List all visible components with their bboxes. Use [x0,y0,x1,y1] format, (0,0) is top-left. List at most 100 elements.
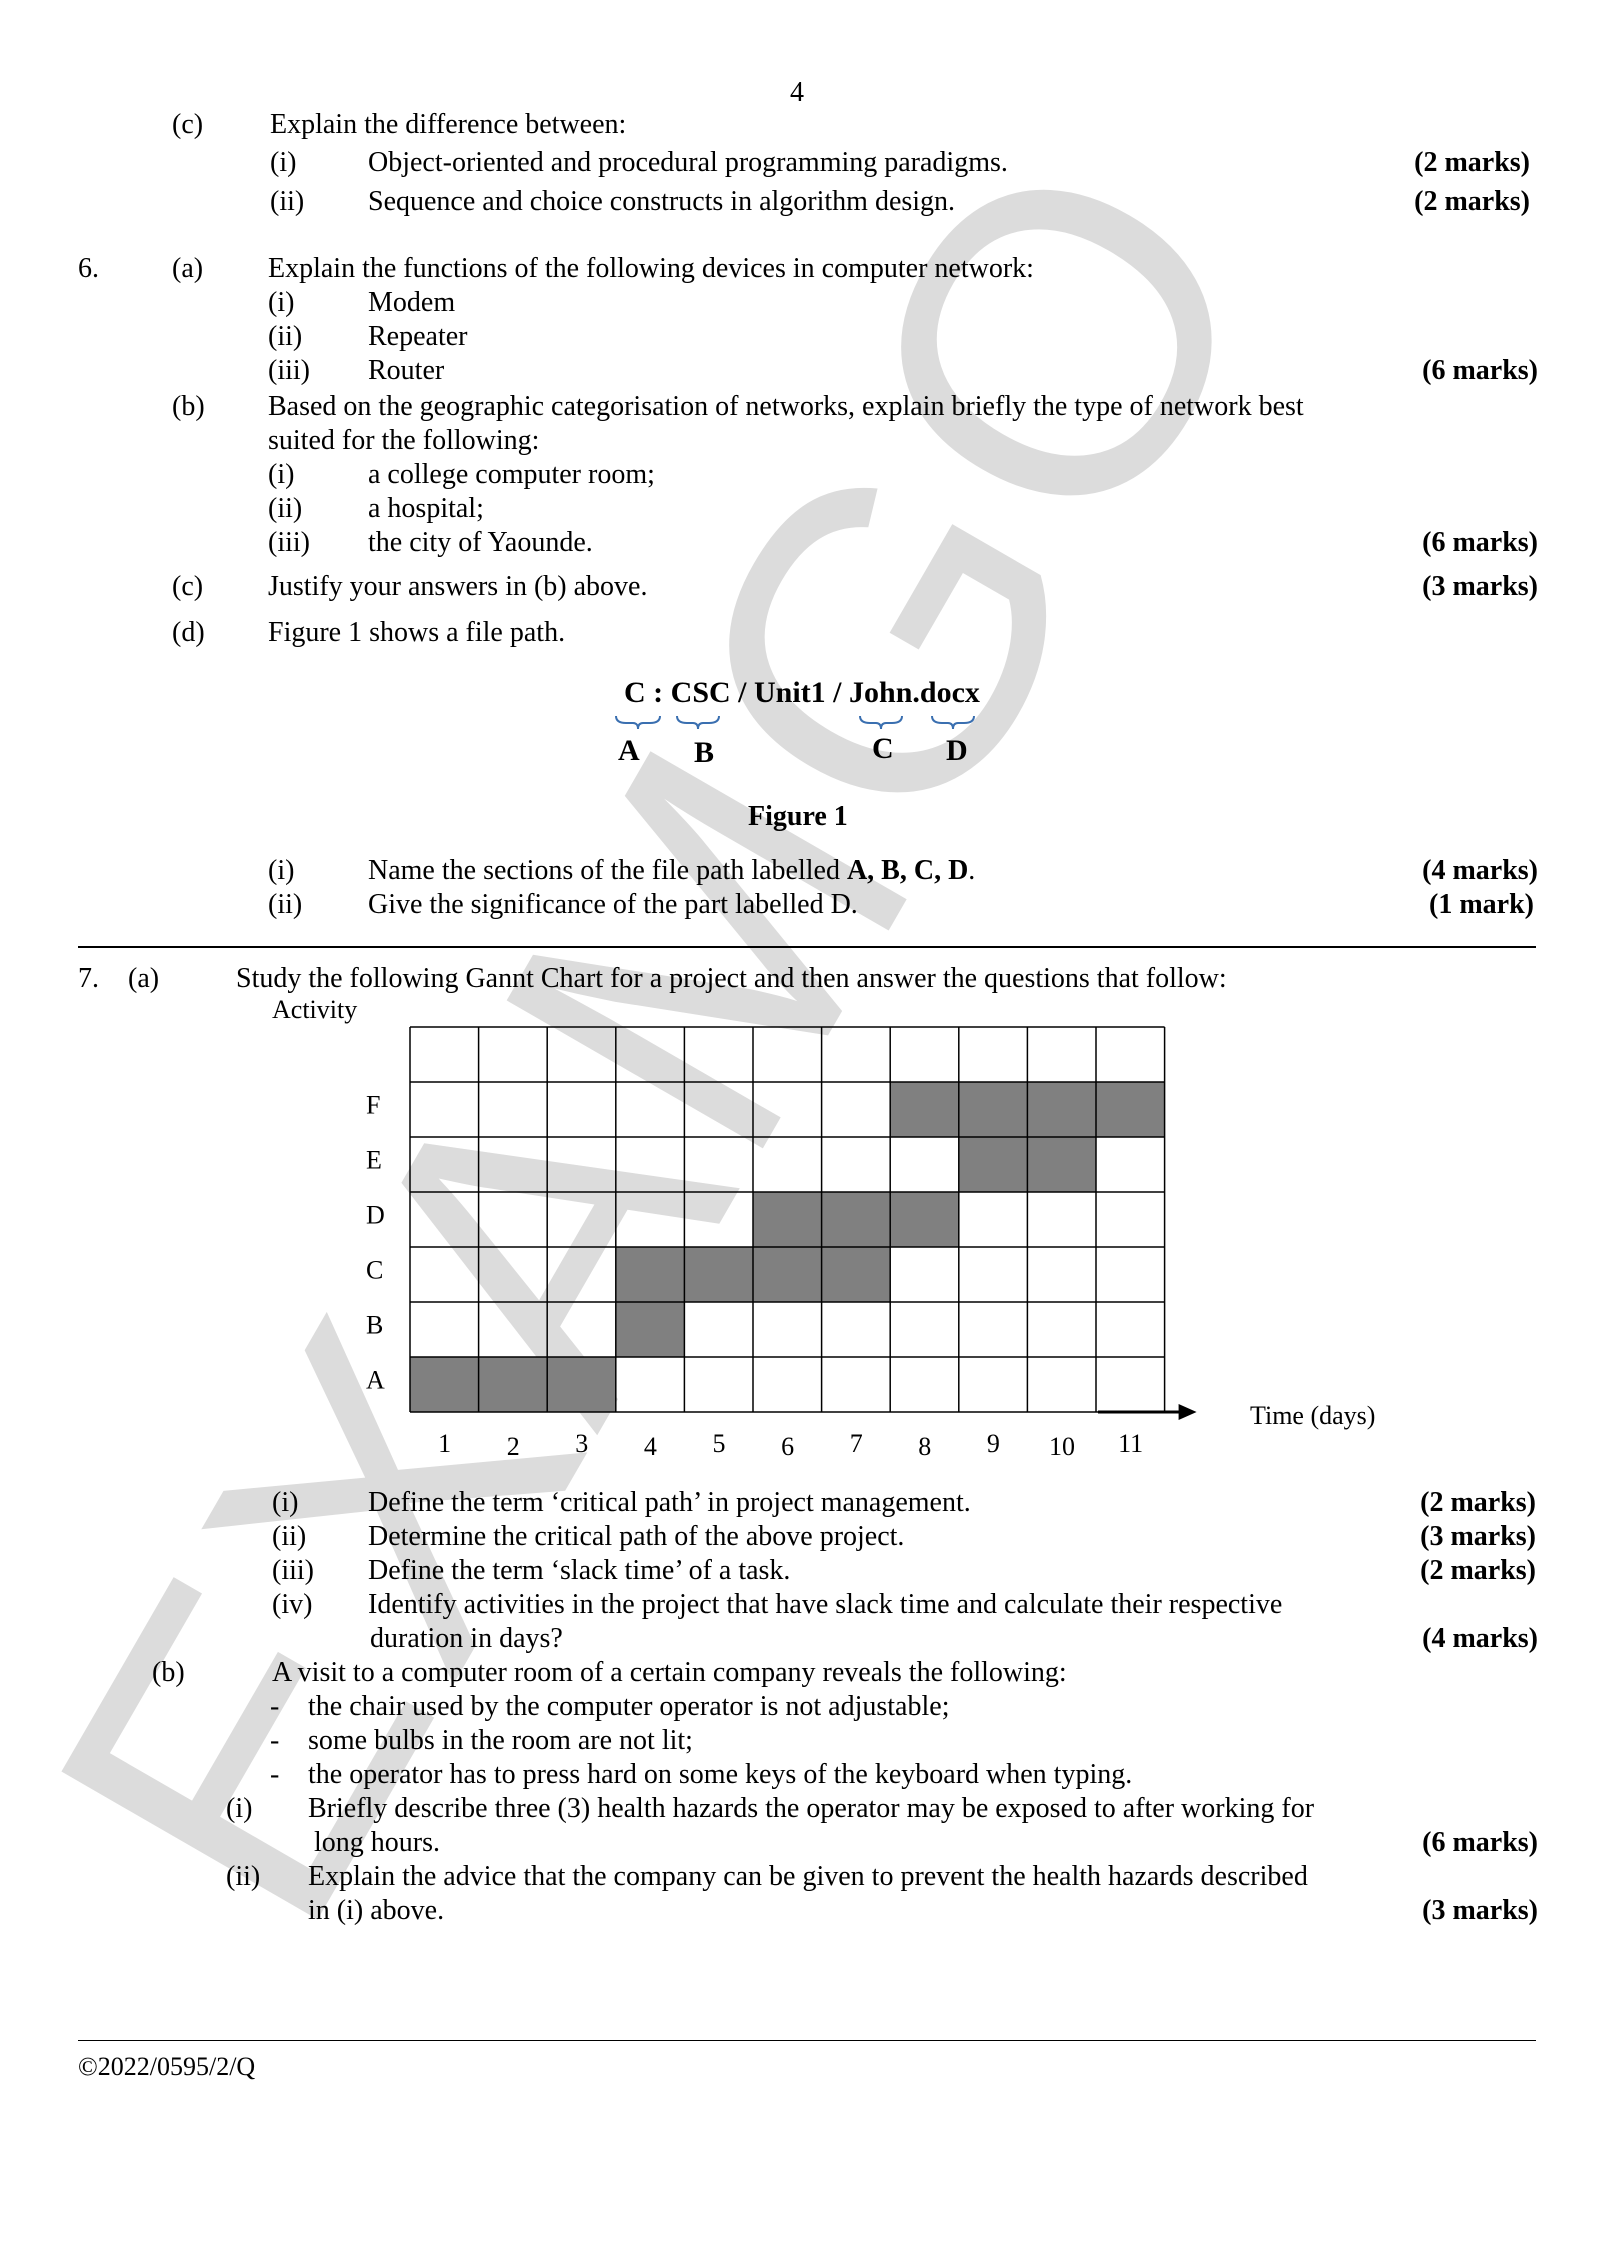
section-divider [78,946,1536,948]
q6b-ii-text: a hospital; [368,493,484,524]
q7b-bullet-2-mark: - [270,1725,280,1756]
q7a-iv-text-cont: duration in days? [370,1623,563,1654]
gantt-bar-f-day-9 [958,1082,1028,1137]
gantt-x-tick: 2 [507,1432,520,1461]
gantt-bar-c-day-4 [615,1247,685,1302]
q7b-ii-text: Explain the advice that the company can … [308,1861,1308,1892]
q5c-ii-num: (ii) [270,186,305,217]
gantt-x-tick: 1 [438,1429,451,1458]
q6a-label: (a) [172,253,204,284]
gantt-row-label-e: E [366,1146,382,1175]
q7b-label: (b) [152,1657,185,1688]
q6c-label: (c) [172,571,204,602]
q6d-i-text-bold: A, B, C, D [846,855,969,886]
q7b-i-text: Briefly describe three (3) health hazard… [308,1793,1315,1824]
q7b-intro: A visit to a computer room of a certain … [272,1657,1067,1688]
q6b-iii-num: (iii) [268,527,310,558]
q7a-i-marks: (2 marks) [1420,1487,1536,1518]
q6b-line1: Based on the geographic categorisation o… [268,391,1304,422]
gantt-bar-c-day-5 [684,1247,753,1302]
q5c-i-text: Object-oriented and procedural programmi… [368,147,1008,178]
gantt-y-axis-label: Activity [272,995,357,1024]
q7a-iii-num: (iii) [272,1555,314,1586]
gantt-bar-e-day-9 [958,1137,1028,1192]
gantt-row-label-d: D [366,1201,385,1230]
gantt-row-label-f: F [366,1091,380,1120]
gantt-x-tick: 4 [644,1432,657,1461]
q6a-iii-num: (iii) [268,355,310,386]
q6d-i-text-pre: Name the sections of the file path label… [368,855,847,886]
q7b-bullet-2: some bulbs in the room are not lit; [308,1725,693,1756]
gantt-bar-f-day-10 [1027,1082,1096,1137]
q7-number: 7. [78,963,99,994]
q5c-i-marks: (2 marks) [1414,147,1530,178]
q6d-i-marks: (4 marks) [1422,855,1538,886]
q7b-i-num: (i) [226,1793,253,1824]
gantt-bar-d-day-8 [890,1192,959,1247]
q6a-iii-text: Router [368,355,445,386]
q7b-ii-num: (ii) [226,1861,261,1892]
q6b-label: (b) [172,391,205,422]
q5c-label: (c) [172,109,204,140]
q7a-label: (a) [128,963,160,994]
brace-c [859,715,903,730]
q7a-i-num: (i) [272,1487,299,1518]
q7a-iv-num: (iv) [272,1589,313,1620]
gantt-bar-f-day-8 [890,1082,959,1137]
q6d-label: (d) [172,617,205,648]
figure1-letter-c: C [872,732,894,765]
q6a-i-text: Modem [368,287,456,318]
q6d-i-text: Name the sections of the file path label… [368,854,975,888]
figure1-braces [615,715,975,730]
brace-d [931,715,975,730]
q7a-ii-text: Determine the critical path of the above… [368,1521,905,1552]
time-arrow-head [1178,1404,1197,1420]
q6d-text: Figure 1 shows a file path. [268,617,566,648]
q6b-i-num: (i) [268,459,295,490]
figure1-file-path: C : CSC / Unit1 / John.docx [624,676,980,709]
q6-number: 6. [78,253,99,284]
q6a-marks: (6 marks) [1422,355,1538,386]
gantt-x-tick: 8 [918,1432,931,1461]
q6a-i-num: (i) [268,287,295,318]
q7a-ii-marks: (3 marks) [1420,1521,1536,1552]
figure1-caption: Figure 1 [748,801,848,832]
q7a-iv-text: Identify activities in the project that … [368,1589,1283,1620]
footer-code: ©2022/0595/2/Q [78,2052,256,2081]
page-number: 4 [790,77,804,108]
q7b-bullet-3-mark: - [270,1759,280,1790]
gantt-row-label-b: B [366,1311,383,1340]
gantt-bar-a-day-2 [478,1357,548,1412]
q6a-ii-text: Repeater [368,321,468,352]
gantt-row-label-c: C [366,1256,383,1285]
q5c-i-num: (i) [270,147,297,178]
q7a-intro: Study the following Gannt Chart for a pr… [236,963,1227,994]
gantt-x-tick: 11 [1118,1429,1143,1458]
q6d-ii-text: Give the significance of the part labell… [368,889,858,920]
q6d-i-num: (i) [268,855,295,886]
q6d-ii-marks: (1 mark) [1429,889,1534,920]
q5c-intro: Explain the difference between: [270,109,627,140]
q6a-ii-num: (ii) [268,321,303,352]
gantt-bar-f-day-11 [1096,1082,1165,1137]
gantt-bar-a-day-3 [547,1357,616,1412]
q7b-ii-marks: (3 marks) [1422,1895,1538,1926]
gantt-row-label-a: A [366,1366,385,1395]
q7b-bullet-1: the chair used by the computer operator … [308,1691,950,1722]
q6d-ii-num: (ii) [268,889,303,920]
figure1-letter-d: D [946,734,968,767]
gantt-bar-c-day-6 [753,1247,822,1302]
gantt-bar-e-day-10 [1027,1137,1096,1192]
q5c-ii-text: Sequence and choice constructs in algori… [368,186,956,217]
q7a-iii-marks: (2 marks) [1420,1555,1536,1586]
q7a-iii-text: Define the term ‘slack time’ of a task. [368,1555,791,1586]
q7b-i-text-cont: long hours. [314,1827,440,1858]
q7b-bullet-1-mark: - [270,1691,280,1722]
brace-a [615,715,661,730]
gantt-bar-d-day-7 [821,1192,891,1247]
gantt-bar-a-day-1 [410,1357,479,1412]
q6a-intro: Explain the functions of the following d… [268,253,1034,284]
figure1-letter-a: A [618,734,640,767]
